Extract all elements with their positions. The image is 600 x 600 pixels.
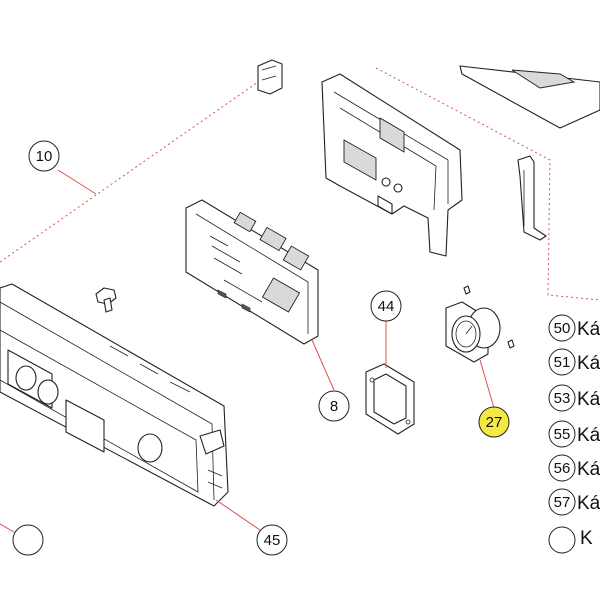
svg-text:Ká: Ká (577, 353, 600, 374)
gasket-part (365, 363, 415, 435)
svg-text:51: 51 (554, 354, 571, 371)
svg-text:Ká: Ká (577, 319, 600, 340)
side-bracket-part (517, 155, 547, 241)
leader-lines (0, 169, 495, 533)
control-box-frame (321, 73, 463, 257)
callout-27-highlighted: 27 (478, 406, 510, 438)
svg-text:10: 10 (36, 148, 53, 165)
callout-8: 8 (318, 390, 350, 422)
svg-text:K: K (580, 528, 593, 549)
knob-part (95, 287, 117, 313)
svg-text:44: 44 (378, 298, 395, 315)
legend-item: 51 Ká (548, 348, 600, 376)
callout-44: 44 (370, 290, 402, 322)
legend-item: 55 Ká (548, 420, 600, 448)
callout-10: 10 (28, 140, 60, 172)
svg-text:Ká: Ká (577, 389, 600, 410)
svg-text:55: 55 (554, 426, 571, 443)
svg-text:57: 57 (554, 494, 571, 511)
legend-item: 57 Ká (548, 488, 600, 516)
pressure-gauge-part (445, 285, 515, 363)
svg-text:Ká: Ká (577, 459, 600, 480)
svg-text:50: 50 (554, 320, 571, 337)
legend-item: 56 Ká (548, 454, 600, 482)
front-panel-part (0, 283, 229, 507)
legend-item: 50 Ká (548, 314, 600, 342)
svg-text:Ká: Ká (577, 493, 600, 514)
legend-item: 53 Ká (548, 384, 600, 412)
top-bracket-part (257, 59, 283, 95)
callout-45-partial: 45 (256, 524, 288, 556)
parts-legend: 50 Ká 51 Ká 53 Ká 55 Ká 56 Ká 57 Ká (548, 314, 600, 554)
svg-text:27: 27 (486, 414, 503, 431)
svg-text:8: 8 (330, 398, 338, 415)
svg-text:45: 45 (264, 532, 281, 549)
legend-item: K (548, 526, 593, 554)
pcb-board-part (185, 199, 319, 345)
cover-plate-part (459, 65, 600, 129)
svg-text:56: 56 (554, 460, 571, 477)
callout-offscreen-partial (12, 524, 44, 556)
svg-text:Ká: Ká (577, 425, 600, 446)
svg-text:53: 53 (554, 390, 571, 407)
